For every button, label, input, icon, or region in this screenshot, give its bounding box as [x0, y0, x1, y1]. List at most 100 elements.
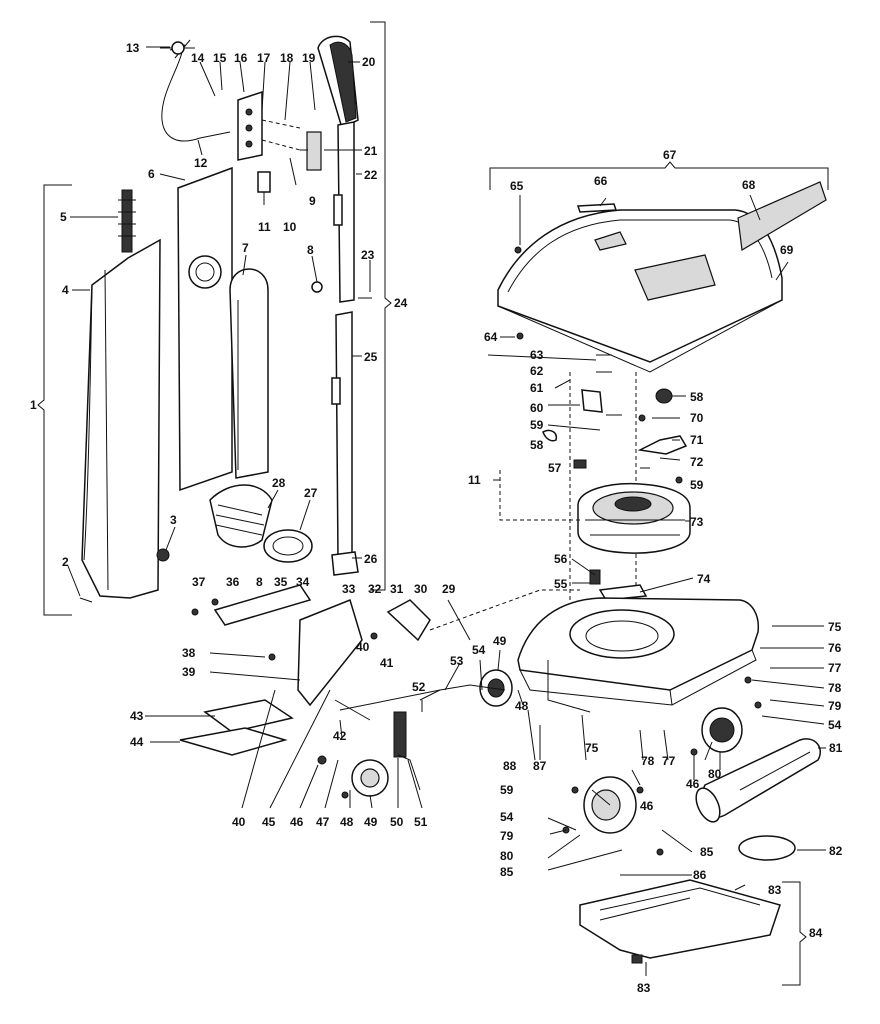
callout-14: 14: [191, 51, 205, 65]
callout-72: 72: [690, 455, 704, 469]
callout-24: 24: [394, 296, 408, 310]
callout-22: 22: [364, 168, 378, 182]
callout-53: 53: [450, 654, 464, 668]
fasteners: [191, 246, 762, 856]
callout-35: 35: [274, 575, 288, 589]
callout-40b: 40: [232, 815, 246, 829]
callout-19: 19: [302, 51, 316, 65]
callout-27: 27: [304, 486, 318, 500]
callout-68: 68: [742, 178, 756, 192]
callout-87: 87: [533, 759, 547, 773]
callout-78b: 78: [641, 754, 655, 768]
callout-6: 6: [148, 167, 155, 181]
callout-85b: 85: [700, 845, 714, 859]
callout-75a: 75: [828, 620, 842, 634]
callout-79b: 79: [500, 829, 514, 843]
callout-43: 43: [130, 709, 144, 723]
callout-34: 34: [296, 575, 310, 589]
callout-66: 66: [594, 174, 608, 188]
callout-42: 42: [333, 729, 347, 743]
callout-15: 15: [213, 51, 227, 65]
callout-59c: 59: [500, 783, 514, 797]
callout-80a: 80: [708, 767, 722, 781]
callout-17: 17: [257, 51, 271, 65]
callout-labels: 1 2 3 4 5 6 7 8 9 10 11 12 13 14 15 16 1…: [30, 41, 843, 995]
callout-1: 1: [30, 398, 37, 412]
callout-60: 60: [530, 401, 544, 415]
callout-82: 82: [829, 844, 843, 858]
callout-39: 39: [182, 665, 196, 679]
callout-21: 21: [364, 144, 378, 158]
callout-57: 57: [548, 461, 562, 475]
callout-28: 28: [272, 476, 286, 490]
callout-46b: 46: [686, 777, 700, 791]
callout-85a: 85: [500, 865, 514, 879]
callout-63: 63: [530, 348, 544, 362]
callout-26: 26: [364, 552, 378, 566]
callout-48b: 48: [515, 699, 529, 713]
callout-30: 30: [414, 582, 428, 596]
callout-32: 32: [368, 582, 382, 596]
callout-61: 61: [530, 381, 544, 395]
callout-64: 64: [484, 330, 498, 344]
callout-62: 62: [530, 364, 544, 378]
bag-assembly: [79, 166, 313, 603]
callout-79a: 79: [828, 699, 842, 713]
callout-55: 55: [554, 577, 568, 591]
callout-77a: 77: [828, 661, 842, 675]
callout-18: 18: [280, 51, 294, 65]
callout-70: 70: [690, 411, 704, 425]
callout-54b: 54: [828, 718, 842, 732]
motor-assembly: [429, 388, 691, 631]
callout-37: 37: [192, 575, 206, 589]
callout-83b: 83: [637, 981, 651, 995]
hood-assembly: [497, 181, 827, 600]
callout-25: 25: [364, 350, 378, 364]
callout-leaders: [67, 46, 826, 976]
callout-49b: 49: [493, 634, 507, 648]
callout-80b: 80: [500, 849, 514, 863]
callout-54a: 54: [472, 643, 486, 657]
callout-5: 5: [60, 210, 67, 224]
callout-8: 8: [307, 243, 314, 257]
callout-48a: 48: [340, 815, 354, 829]
callout-71: 71: [690, 433, 704, 447]
callout-38: 38: [182, 646, 196, 660]
callout-31: 31: [390, 582, 404, 596]
callout-59a: 59: [530, 418, 544, 432]
callout-78a: 78: [828, 681, 842, 695]
callout-40a: 40: [356, 640, 370, 654]
base-assembly: [179, 584, 821, 964]
callout-75b: 75: [585, 741, 599, 755]
callout-44: 44: [130, 735, 144, 749]
callout-67: 67: [663, 148, 677, 162]
callout-81: 81: [829, 741, 843, 755]
callout-58b: 58: [690, 390, 704, 404]
callout-13: 13: [126, 41, 140, 55]
callout-2: 2: [62, 555, 69, 569]
callout-4: 4: [62, 283, 69, 297]
callout-36: 36: [226, 575, 240, 589]
callout-73: 73: [690, 515, 704, 529]
callout-9: 9: [309, 194, 316, 208]
callout-33: 33: [342, 582, 356, 596]
callout-29: 29: [442, 582, 456, 596]
callout-86: 86: [693, 868, 707, 882]
callout-8b: 8: [256, 575, 263, 589]
callout-16: 16: [234, 51, 248, 65]
callout-54c: 54: [500, 810, 514, 824]
callout-52: 52: [412, 680, 426, 694]
callout-46c: 46: [640, 799, 654, 813]
callout-49a: 49: [364, 815, 378, 829]
callout-41: 41: [380, 656, 394, 670]
callout-59b: 59: [690, 478, 704, 492]
assembly-brackets: [37, 21, 829, 986]
callout-23: 23: [361, 248, 375, 262]
callout-12: 12: [194, 156, 208, 170]
callout-58a: 58: [530, 438, 544, 452]
callout-20: 20: [362, 55, 376, 69]
callout-10: 10: [283, 220, 297, 234]
callout-11a: 11: [258, 220, 271, 234]
callout-3: 3: [170, 513, 177, 527]
callout-56: 56: [554, 552, 568, 566]
